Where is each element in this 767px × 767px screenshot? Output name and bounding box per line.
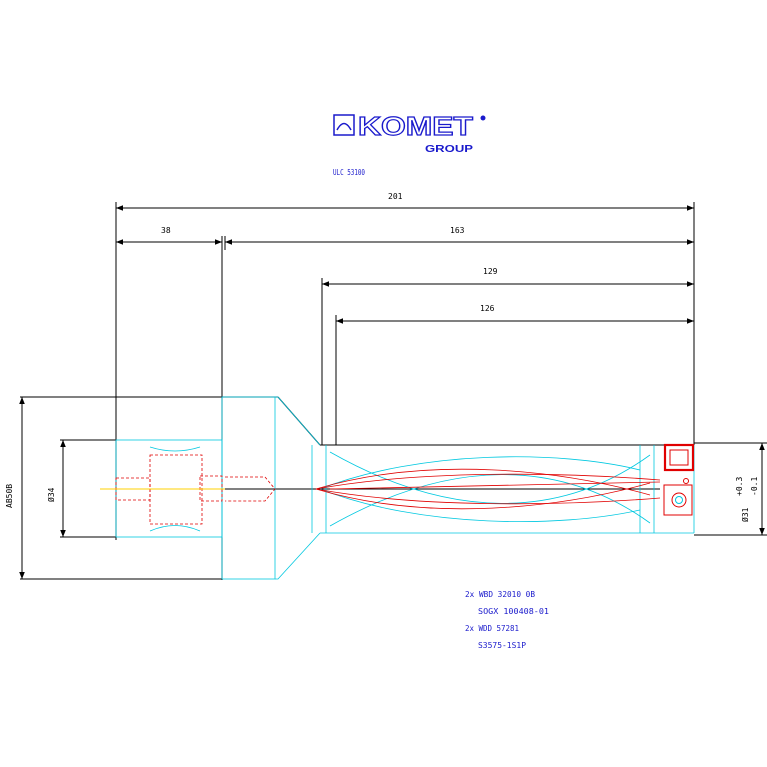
dim-drill-diameter: Ø31 [740,507,750,522]
dim-body-length: 163 [450,226,465,235]
dim-flute-length-outer: 129 [483,267,498,276]
dimension-lines: 201 38 163 129 126 AB50B Ø34 Ø31 +0.3 -0… [5,192,767,580]
dim-shank-length: 38 [161,226,171,235]
note-line-2: SOGX 100408-01 [478,607,549,616]
logo-arc-icon [336,122,352,131]
komet-logo: KOMET GROUP [333,110,486,155]
note-line-1: 2x WBD 32010 0B [465,590,535,599]
logo-square-icon [333,114,355,136]
note-line-3: 2x WDD 57281 [465,624,519,633]
logo-group: GROUP [425,144,473,155]
note-line-4: S3575-1S1P [478,641,526,650]
registered-mark-icon [480,115,486,121]
part-number: ULC 53100 [333,168,365,177]
dim-overall-length: 201 [388,192,403,201]
logo-brand: KOMET [358,111,473,141]
cutting-insert-top-icon [663,443,695,472]
tool-outline [60,396,694,538]
dim-flute-length-inner: 126 [480,304,495,313]
dim-shank-diameter: Ø34 [46,487,56,502]
cutting-insert-bottom-icon [663,484,693,516]
dim-shank-height: AB50B [5,484,14,508]
dim-tol-lower: -0.1 [750,477,759,496]
tool-body [115,396,695,580]
notes: 2x WBD 32010 0B SOGX 100408-01 2x WDD 57… [465,590,549,650]
dim-tol-upper: +0.3 [735,477,744,496]
